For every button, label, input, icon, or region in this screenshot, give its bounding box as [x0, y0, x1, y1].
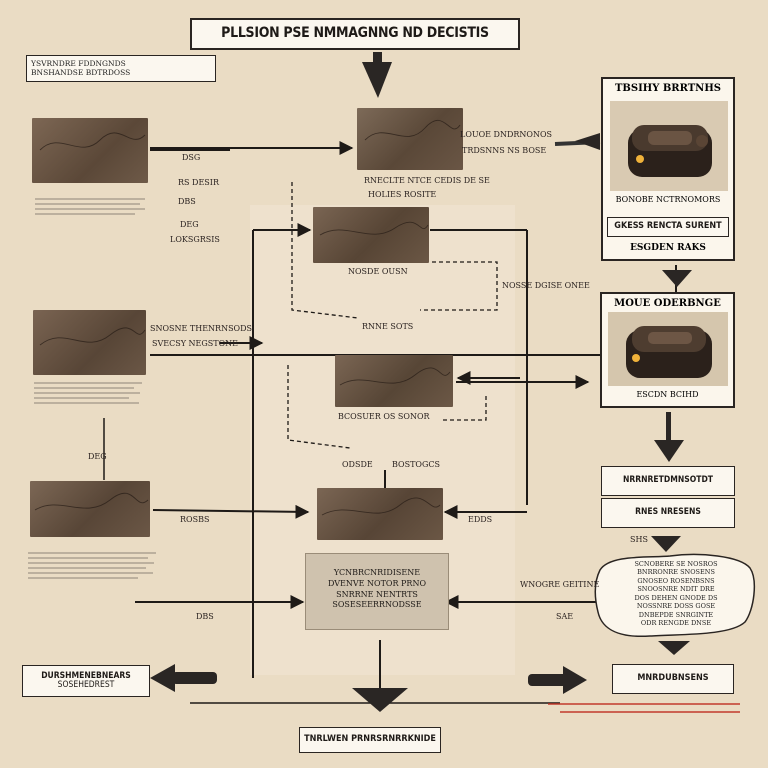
- label-center3-note: BCOSUER OS SONOR: [338, 412, 430, 421]
- top-left-note-line-1: YSVRNDRE FDDNGNDS: [31, 59, 126, 68]
- arrow-down-right-2: [654, 440, 684, 462]
- thought-bubble-text: SCNOBERE SE NOSROS BNRRONRE SNOSENS GNOS…: [606, 560, 746, 628]
- label-top-center-right-1: LOUOE DNDRNONOS: [460, 130, 553, 139]
- arrow-right-top: [575, 133, 600, 150]
- dashed-low-loop: [440, 396, 487, 421]
- arrow-right-bottom: [563, 666, 587, 694]
- label-center3-note2: ODSDE: [342, 460, 373, 469]
- arrow-down-top-stem: [373, 52, 382, 66]
- bottom-left-box-line-1: DURSHMENEBNEARS: [41, 670, 131, 681]
- faint-lines-left-2: [34, 382, 142, 384]
- thought-line-7: DNBEPDE SNRGINTE: [638, 610, 714, 619]
- device-photo-top-center: [357, 108, 463, 170]
- label-top-center-right-2: TRDSNNS NS BOSE: [462, 146, 547, 155]
- arrow-left-bottom: [150, 664, 175, 692]
- scribble-3: [319, 221, 429, 236]
- scribble-5: [339, 367, 451, 386]
- arrow-down-right-2-stem: [666, 412, 671, 442]
- label-bottom-left-mark: DBS: [196, 612, 214, 621]
- connector-low-left: [152, 504, 310, 519]
- label-under-top-photo-2: HOLIES ROSITE: [368, 190, 437, 199]
- faint-lines-left-1: [35, 198, 145, 200]
- top-right-panel: TBSIHY BRRTNHS BONOBE NCTRNOMORS GKESS R…: [601, 77, 735, 261]
- scribble-1: [39, 132, 146, 151]
- label-center3-note3: BOSTOGCS: [392, 460, 440, 469]
- label-left2-a: SNOSNE THENRNSODS: [150, 324, 253, 333]
- top-right-panel-image: [610, 101, 728, 191]
- bottom-left-box: DURSHMENEBNEARS SOSEHEDREST: [22, 665, 150, 697]
- thought-line-1: SCNOBERE SE NOSROS: [634, 560, 718, 568]
- label-left3-note: ROSBS: [180, 515, 210, 524]
- center-card-line-3: SNRRNE NENTRTS: [336, 589, 418, 599]
- center-card-line-2: DVENVE NOTOR PRNO: [327, 578, 427, 588]
- mid-right-panel: MOUE ODERBNGE ESCDN BCIHD: [600, 292, 735, 408]
- right-box-1: NRRNRETDMNSOTDT: [601, 466, 735, 496]
- dashed-loop-top: [291, 182, 359, 319]
- top-right-panel-label: GKESS RENCTA SURENT: [607, 217, 729, 237]
- mid-right-panel-image: [608, 312, 728, 386]
- thought-line-4: SNOOSNRE NDIT DRE: [637, 585, 715, 594]
- arrow-down-right-3: [651, 536, 681, 552]
- thought-line-6: NOSSNRE DOSS GOSE: [636, 602, 716, 611]
- thought-line-8: ODR RENGDE DNSE: [640, 619, 712, 628]
- faint-lines-left-3: [28, 552, 156, 554]
- thought-bubble-shape: [594, 553, 756, 638]
- device-photo-left-3: [30, 481, 150, 537]
- top-left-note: YSVRNDRE FDDNGNDS BNSHANDSE BDTRDOSS: [26, 55, 216, 82]
- center-card-line-1: YCNBRCNRIDISENE: [333, 568, 421, 577]
- label-center2-note: NOSDE OUSN: [348, 267, 408, 276]
- arrow-down-right-1: [662, 270, 692, 287]
- arrow-down-right-4: [658, 641, 690, 655]
- scribble-4: [39, 327, 146, 346]
- label-left1-c: DBS: [178, 197, 196, 206]
- label-right-mid-note: NOSSE DGISE ONEE: [502, 281, 590, 290]
- scribble-2: [364, 120, 461, 141]
- center-card: YCNBRCNRIDISENE DVENVE NOTOR PRNO SNRRNE…: [305, 553, 449, 630]
- arrow-left-bottom-stem: [172, 672, 217, 684]
- dashed-center-loop: [287, 365, 351, 449]
- device-photo-center-3: [335, 355, 453, 407]
- top-right-panel-footer: ESGDEN RAKS: [630, 243, 706, 253]
- label-bottom-right-mark: SAE: [556, 612, 574, 621]
- device-photo-center-4: [317, 488, 443, 540]
- thought-line-3: GNOSEO ROSENBSNS: [637, 576, 715, 585]
- label-left2-b: SVECSY NEGSTONE: [152, 339, 238, 348]
- device-illustration-1: [628, 125, 712, 177]
- arrow-down-top: [362, 62, 392, 98]
- arrow-down-bottom: [352, 688, 408, 712]
- mid-right-panel-caption: ESCDN BCIHD: [636, 390, 699, 399]
- device-photo-1: [32, 118, 148, 183]
- bottom-center-box: TNRLWEN PRNRSRNRRKNIDE: [299, 727, 441, 753]
- label-left1-e: LOKSGRSIS: [170, 235, 220, 244]
- label-center4-note: EDDS: [468, 515, 493, 524]
- mid-right-panel-header: MOUE ODERBNGE: [614, 298, 721, 309]
- device-photo-center-2: [313, 207, 429, 263]
- scribble-7: [321, 497, 441, 516]
- label-center2-note2: RNNE SOTS: [362, 322, 414, 331]
- thought-line-2: BNRRONRE SNOSENS: [637, 568, 715, 577]
- label-under-top-photo: RNECLTE NTCE CEDIS DE SE: [364, 176, 490, 185]
- device-illustration-2: [626, 326, 712, 378]
- top-right-panel-caption: BONOBE NCTRNOMORS: [615, 195, 721, 204]
- label-left1-d: DEG: [180, 220, 199, 229]
- thought-line-5: DOS DEHEN GNODE DS: [634, 593, 718, 602]
- arrow-right-bottom-stem: [528, 674, 568, 686]
- label-right-low-note: WNOGRE GEITINE: [520, 580, 600, 589]
- label-left1-b: RS DESIR: [178, 178, 219, 187]
- label-left1-a: DSG: [182, 153, 201, 162]
- scribble-6: [34, 492, 149, 511]
- diagram-title: PLLSION PSE NMMAGNNG ND DECISTIS: [190, 18, 520, 50]
- bottom-right-box: MNRDUBNSENS: [612, 664, 734, 694]
- bottom-left-box-line-2: SOSEHEDREST: [57, 680, 115, 690]
- top-right-panel-header: TBSIHY BRRTNHS: [614, 83, 721, 94]
- center-card-line-4: SOSESEERRNODSSE: [332, 600, 422, 610]
- top-left-note-line-2: BNSHANDSE BDTRDOSS: [31, 68, 131, 78]
- right-box-2: RNES NRESENS: [601, 498, 735, 528]
- label-left-side-mark: DEG: [88, 452, 107, 461]
- label-right-low-mark: SHS: [630, 535, 648, 544]
